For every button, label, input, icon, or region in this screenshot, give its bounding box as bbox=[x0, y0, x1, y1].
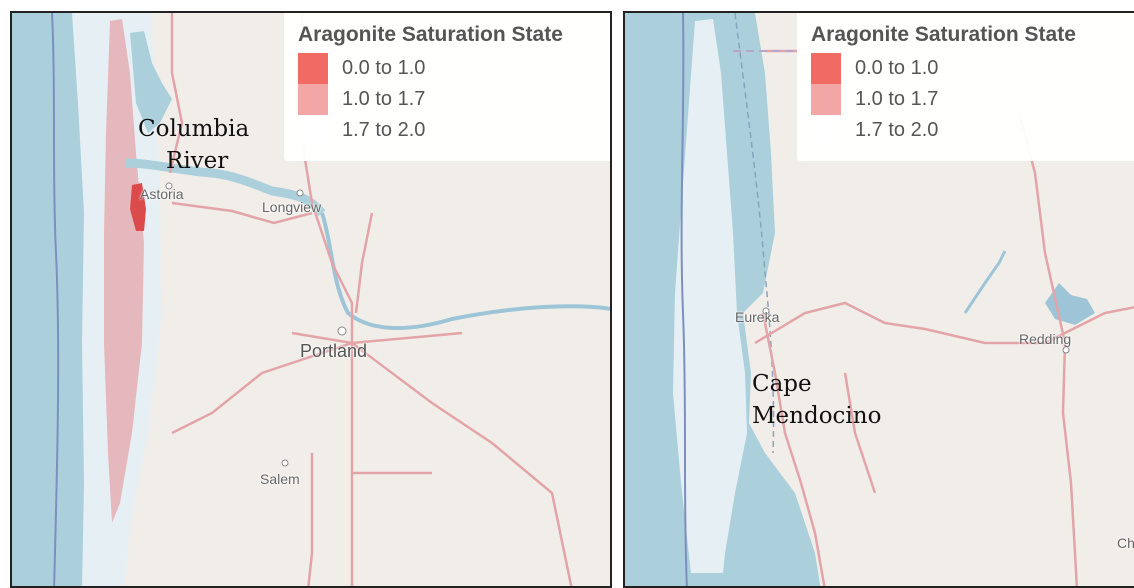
place-label-clipped: Ch bbox=[1117, 535, 1134, 551]
eureka-dot bbox=[762, 307, 770, 315]
offshore-line bbox=[734, 13, 775, 454]
annotation-line-1: Cape bbox=[752, 371, 812, 397]
place-label-portland: Portland bbox=[300, 341, 368, 361]
annotation-columbia-river: Columbia River bbox=[138, 113, 249, 177]
redding-dot bbox=[1062, 346, 1070, 354]
map-canvas-right[interactable] bbox=[625, 13, 1134, 588]
legend-swatch-mid bbox=[811, 84, 841, 115]
coastline bbox=[51, 13, 60, 586]
annotation-cape-mendocino: Cape Mendocino bbox=[752, 368, 881, 432]
map-legend-left: Aragonite Saturation State 0.0 to 1.0 1.… bbox=[284, 13, 610, 161]
legend-swatch-mid bbox=[298, 84, 328, 115]
saturation-band-mid bbox=[104, 19, 144, 523]
legend-item: 1.7 to 2.0 bbox=[298, 115, 602, 146]
legend-label: 1.7 to 2.0 bbox=[855, 119, 939, 141]
coastline bbox=[680, 13, 688, 586]
legend-label: 0.0 to 1.0 bbox=[855, 57, 939, 79]
annotation-line-1: Columbia bbox=[138, 116, 250, 142]
saturation-band-low bbox=[130, 183, 146, 231]
legend-label: 1.0 to 1.7 bbox=[342, 88, 426, 110]
place-label-longview: Longview bbox=[262, 199, 322, 215]
place-label-salem: Salem bbox=[260, 471, 300, 487]
legend-label: 1.0 to 1.7 bbox=[855, 88, 939, 110]
ocean-area bbox=[12, 13, 90, 586]
map-panel-left[interactable]: Astoria Longview Portland Salem Columbia… bbox=[10, 11, 612, 588]
longview-dot bbox=[296, 189, 304, 197]
river bbox=[320, 212, 610, 331]
annotation-line-2: River bbox=[166, 148, 229, 174]
columbia-river bbox=[125, 158, 326, 216]
place-label-astoria: Astoria bbox=[140, 186, 184, 202]
place-label-redding: Redding bbox=[1019, 331, 1072, 347]
legend-title: Aragonite Saturation State bbox=[811, 23, 1076, 46]
legend-swatch-high bbox=[298, 115, 328, 146]
place-label-eureka: Eureka bbox=[735, 309, 780, 325]
bay bbox=[130, 31, 172, 133]
river bbox=[963, 250, 1007, 314]
legend-label: 1.7 to 2.0 bbox=[342, 119, 426, 141]
legend-label: 0.0 to 1.0 bbox=[342, 57, 426, 79]
map-legend-right: Aragonite Saturation State 0.0 to 1.0 1.… bbox=[797, 13, 1134, 161]
legend-swatch-low bbox=[298, 53, 328, 84]
legend-title: Aragonite Saturation State bbox=[298, 23, 563, 46]
legend-swatch-low bbox=[811, 53, 841, 84]
legend-item: 1.7 to 2.0 bbox=[811, 115, 1124, 146]
shelf-band bbox=[673, 19, 747, 573]
legend-item: 0.0 to 1.0 bbox=[811, 53, 1124, 84]
annotation-line-2: Mendocino bbox=[752, 403, 882, 429]
legend-swatch-high bbox=[811, 115, 841, 146]
astoria-dot bbox=[165, 182, 173, 190]
portland-dot bbox=[337, 326, 347, 336]
legend-item: 0.0 to 1.0 bbox=[298, 53, 602, 84]
legend-item: 1.0 to 1.7 bbox=[811, 84, 1124, 115]
salem-dot bbox=[281, 459, 289, 467]
legend-item: 1.0 to 1.7 bbox=[298, 84, 602, 115]
map-panel-right[interactable]: Eureka Redding Ch Cape Mendocino Aragoni… bbox=[623, 11, 1134, 588]
